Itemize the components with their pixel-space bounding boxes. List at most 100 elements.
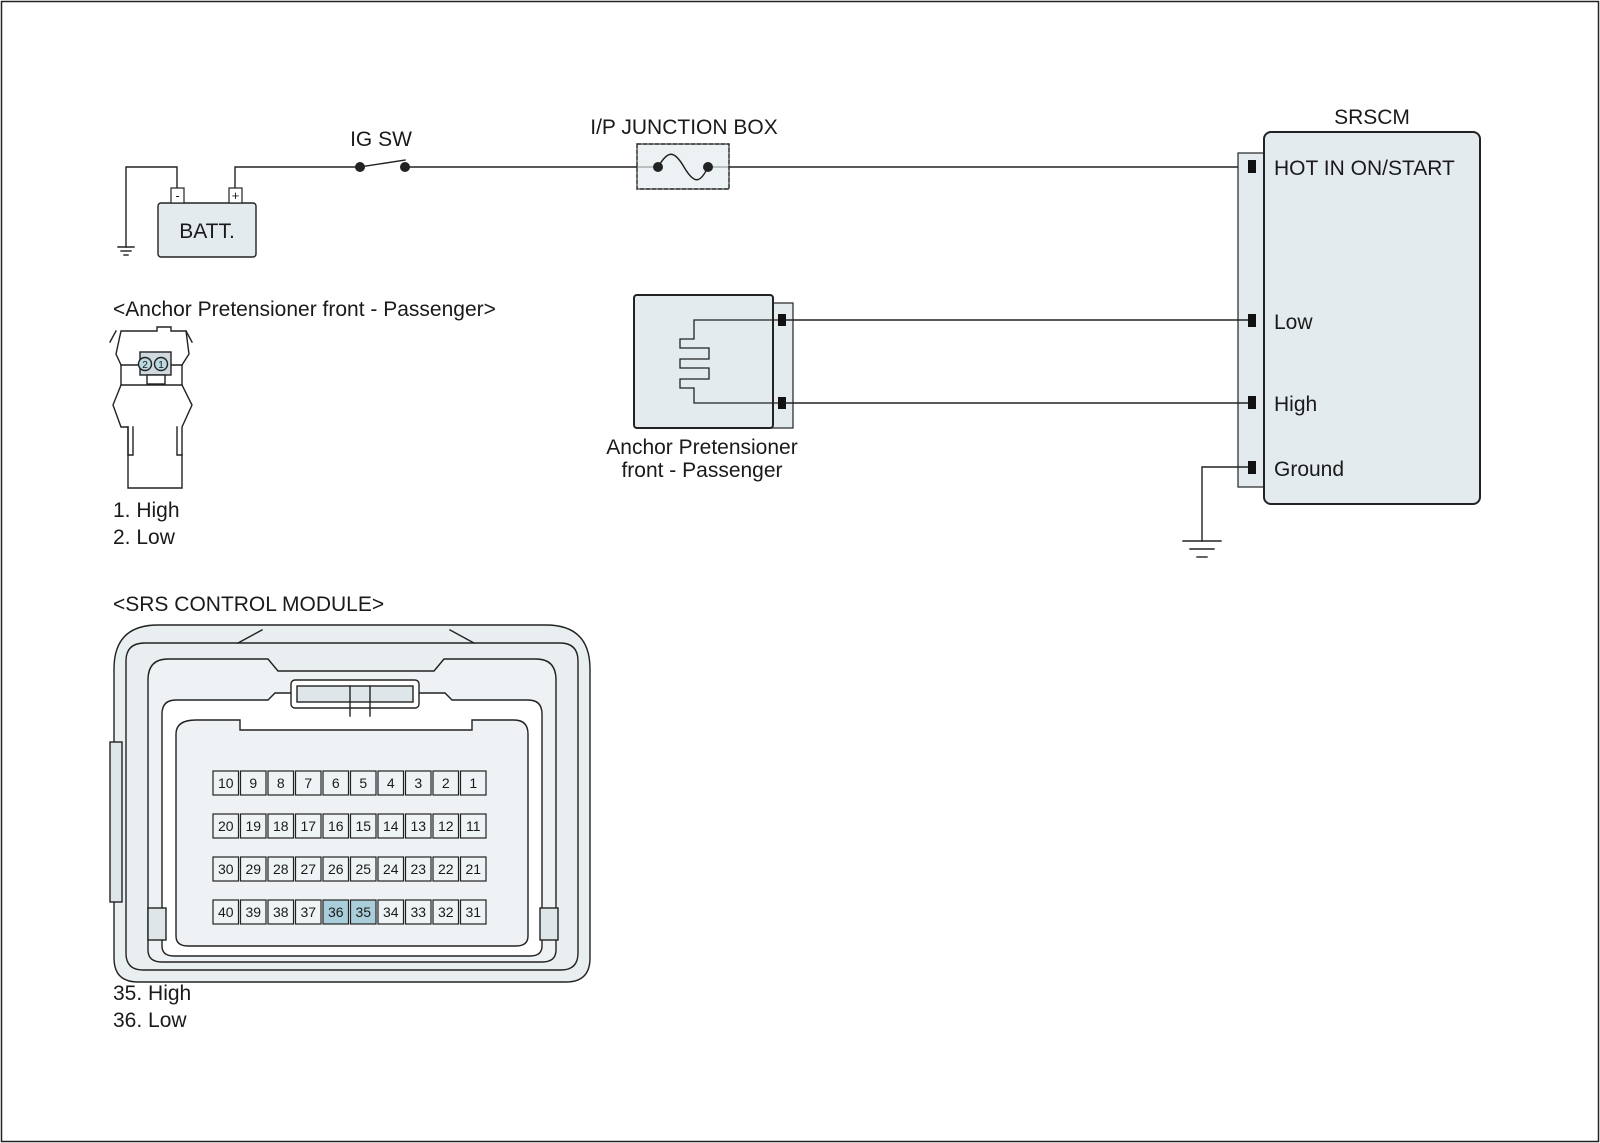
srscm-pin-hot-label: HOT IN ON/START bbox=[1274, 157, 1455, 180]
srs-pin-number: 7 bbox=[304, 775, 312, 791]
srscm-pin-hot-terminal bbox=[1248, 160, 1256, 173]
srs-connector-legend-2: 36. Low bbox=[113, 1009, 187, 1032]
srs-pin-cell bbox=[322, 813, 350, 839]
pretensioner-squib-symbol bbox=[679, 319, 779, 404]
battery-ground-wire bbox=[125, 166, 178, 248]
srs-pin-cell bbox=[267, 770, 295, 796]
srscm-pin-ground-label: Ground bbox=[1274, 458, 1344, 481]
srs-pin-number: 16 bbox=[328, 818, 344, 834]
srs-pin-number: 19 bbox=[245, 818, 261, 834]
srs-pin-number: 23 bbox=[410, 861, 426, 877]
srs-pin-number: 4 bbox=[387, 775, 395, 791]
srs-pin-number: 3 bbox=[414, 775, 422, 791]
srs-pin-number: 18 bbox=[273, 818, 289, 834]
srs-pin-cell bbox=[459, 856, 487, 882]
junction-box-label: I/P JUNCTION BOX bbox=[590, 116, 777, 139]
srs-pin-cell bbox=[404, 770, 432, 796]
srs-pin-number: 38 bbox=[273, 904, 289, 920]
pretensioner-high-terminal bbox=[778, 397, 786, 409]
srs-pin-cell bbox=[212, 899, 240, 925]
srs-pin-cell bbox=[239, 770, 267, 796]
srs-pin-number: 9 bbox=[249, 775, 257, 791]
srs-pin-number: 21 bbox=[465, 861, 481, 877]
srs-pin-cell bbox=[294, 813, 322, 839]
srscm-pin-low-label: Low bbox=[1274, 311, 1313, 334]
srs-pin-cell bbox=[322, 856, 350, 882]
srs-pin-number: 1 bbox=[469, 775, 477, 791]
ig-switch-blade bbox=[359, 159, 406, 168]
srs-pin-cell bbox=[294, 899, 322, 925]
srs-pin-number: 30 bbox=[218, 861, 234, 877]
srs-pin-number: 36 bbox=[328, 904, 344, 920]
srs-pin-number: 29 bbox=[245, 861, 261, 877]
srscm-module bbox=[1263, 131, 1481, 505]
srs-pin-cell bbox=[459, 813, 487, 839]
srs-pin-cell bbox=[239, 813, 267, 839]
srs-pin-number: 14 bbox=[383, 818, 399, 834]
srs-pin-cell bbox=[459, 899, 487, 925]
srs-pin-number: 25 bbox=[355, 861, 371, 877]
srscm-label: SRSCM bbox=[1334, 106, 1410, 129]
srs-pin-cell bbox=[239, 899, 267, 925]
battery-plus-label: + bbox=[232, 188, 240, 203]
srs-pin-cell bbox=[377, 813, 405, 839]
srs-pin-cell bbox=[239, 856, 267, 882]
battery-minus-label: - bbox=[175, 188, 179, 203]
battery-label: BATT. bbox=[179, 220, 235, 243]
srs-pin-cell bbox=[404, 899, 432, 925]
pretensioner-legend-2: 2. Low bbox=[113, 526, 176, 549]
srs-pin-number: 35 bbox=[355, 904, 371, 920]
srs-pin-cell bbox=[267, 899, 295, 925]
ig-switch-contact-right bbox=[400, 162, 410, 172]
srs-pin-number: 13 bbox=[410, 818, 426, 834]
srs-connector-title: <SRS CONTROL MODULE> bbox=[113, 593, 384, 616]
srs-pin-cell bbox=[267, 856, 295, 882]
ig-switch-contact-left bbox=[355, 162, 365, 172]
srscm-pin-low-terminal bbox=[1248, 314, 1256, 327]
srs-pin-number: 39 bbox=[245, 904, 261, 920]
srs-pin-cell bbox=[294, 770, 322, 796]
srs-pin-number: 40 bbox=[218, 904, 234, 920]
srs-pin-cell bbox=[432, 813, 460, 839]
srs-pin-number: 26 bbox=[328, 861, 344, 877]
srs-pin-cell bbox=[404, 856, 432, 882]
srscm-pin-high-label: High bbox=[1274, 393, 1317, 416]
srs-pin-cell bbox=[349, 856, 377, 882]
srs-pin-cell bbox=[294, 856, 322, 882]
srs-pin-cell bbox=[349, 813, 377, 839]
srscm-pin-ground-terminal bbox=[1248, 461, 1256, 474]
srs-pin-number: 22 bbox=[438, 861, 454, 877]
pretensioner-connector-title: <Anchor Pretensioner front - Passenger> bbox=[113, 298, 496, 321]
srs-pin-number: 6 bbox=[332, 775, 340, 791]
srs-pin-number: 20 bbox=[218, 818, 234, 834]
pretensioner-low-terminal bbox=[778, 314, 786, 326]
srs-pin-number: 15 bbox=[355, 818, 371, 834]
srs-pin-cell bbox=[377, 856, 405, 882]
srs-pin-cell bbox=[432, 770, 460, 796]
srs-pin-number: 5 bbox=[359, 775, 367, 791]
srscm-pin-high-terminal bbox=[1248, 396, 1256, 409]
pretensioner-label-line2: front - Passenger bbox=[621, 459, 782, 482]
srs-connector-legend-1: 35. High bbox=[113, 982, 191, 1005]
srs-pin-cell bbox=[377, 899, 405, 925]
srs-pin-number: 11 bbox=[466, 818, 481, 834]
pretensioner-connector-drawing bbox=[109, 326, 193, 489]
battery-body bbox=[157, 202, 257, 258]
pretensioner-legend-1: 1. High bbox=[113, 499, 180, 522]
pretensioner-pin-2-label: 2 bbox=[142, 360, 148, 371]
battery-positive-wire bbox=[234, 166, 361, 189]
srscm-ground bbox=[1182, 466, 1249, 558]
battery-plus-terminal bbox=[228, 187, 243, 204]
srs-pin-number: 24 bbox=[383, 861, 399, 877]
srs-pin-number: 33 bbox=[410, 904, 426, 920]
srs-connector-housing bbox=[109, 624, 591, 983]
srs-pin-cell bbox=[432, 899, 460, 925]
battery-minus-terminal bbox=[170, 187, 185, 204]
srs-pin-cell bbox=[212, 770, 240, 796]
pretensioner-label-line1: Anchor Pretensioner bbox=[606, 436, 797, 459]
srs-pin-number: 32 bbox=[438, 904, 454, 920]
srs-pin-cell bbox=[432, 856, 460, 882]
